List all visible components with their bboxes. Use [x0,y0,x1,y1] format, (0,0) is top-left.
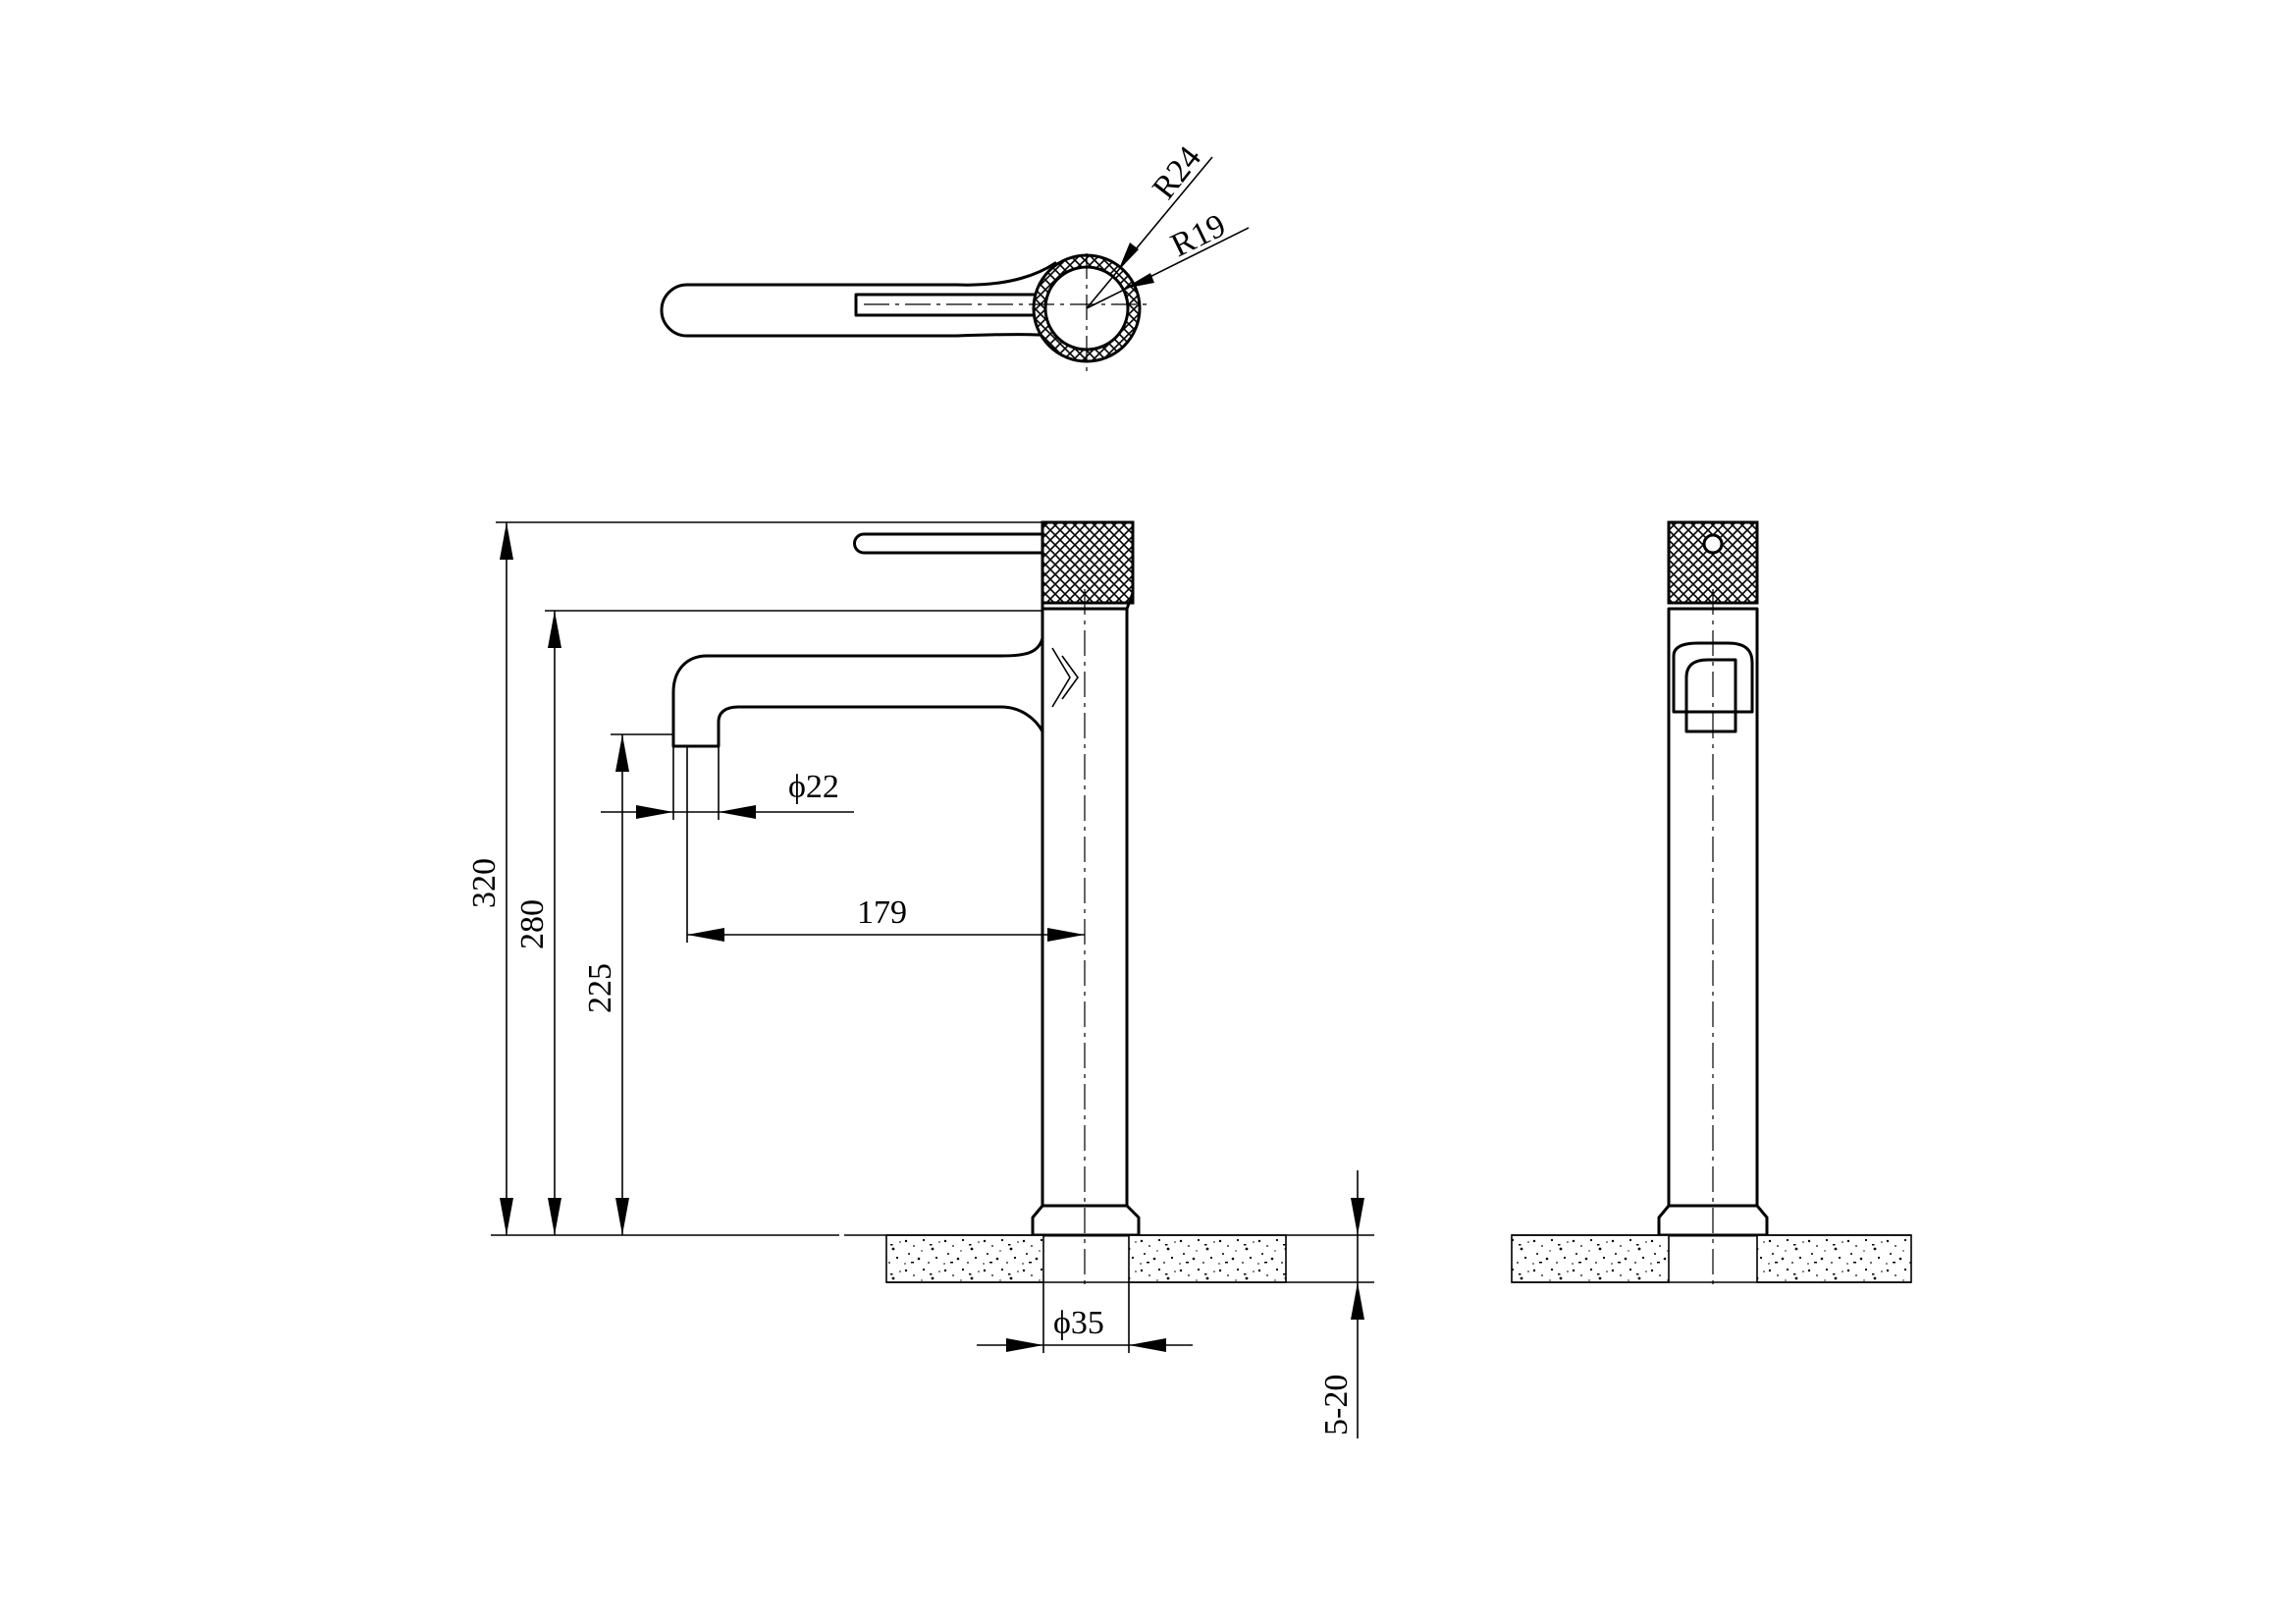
front-view-dimensions: 320 280 225 ϕ22 179 ϕ35 [466,521,1374,1438]
r19-label: R19 [1165,207,1231,264]
r19-leader [1086,227,1250,309]
front-view-spout [671,636,1044,748]
r24-label: R24 [1146,139,1208,205]
front-view-countertop-right [1128,1234,1287,1283]
top-view-handle [660,261,1057,338]
front-view-handle [853,532,1044,555]
dim-225-label: 225 [582,963,618,1013]
side-view-spout [1672,641,1754,714]
side-view-countertop-right [1756,1234,1912,1283]
dim-320-label: 320 [466,858,503,908]
dim-d35-label: ϕ35 [1053,1305,1104,1341]
top-view-handle-slot [854,293,1050,317]
front-view-body [1041,607,1129,1208]
front-view-knurled-head [1041,520,1135,605]
top-view: R24 R19 [660,139,1250,371]
side-view [1511,520,1912,1286]
side-view-countertop-left [1511,1234,1670,1283]
front-view [671,520,1296,1286]
side-view-indicator-hole [1702,533,1724,555]
front-view-base [1031,1204,1141,1237]
r24-leader [1086,156,1213,309]
front-view-countertop-left [885,1234,1044,1283]
dim-179-label: 179 [857,894,907,931]
dim-280-label: 280 [514,899,551,949]
dim-520-label: 5-20 [1318,1375,1355,1435]
dim-d22-label: ϕ22 [788,769,839,805]
